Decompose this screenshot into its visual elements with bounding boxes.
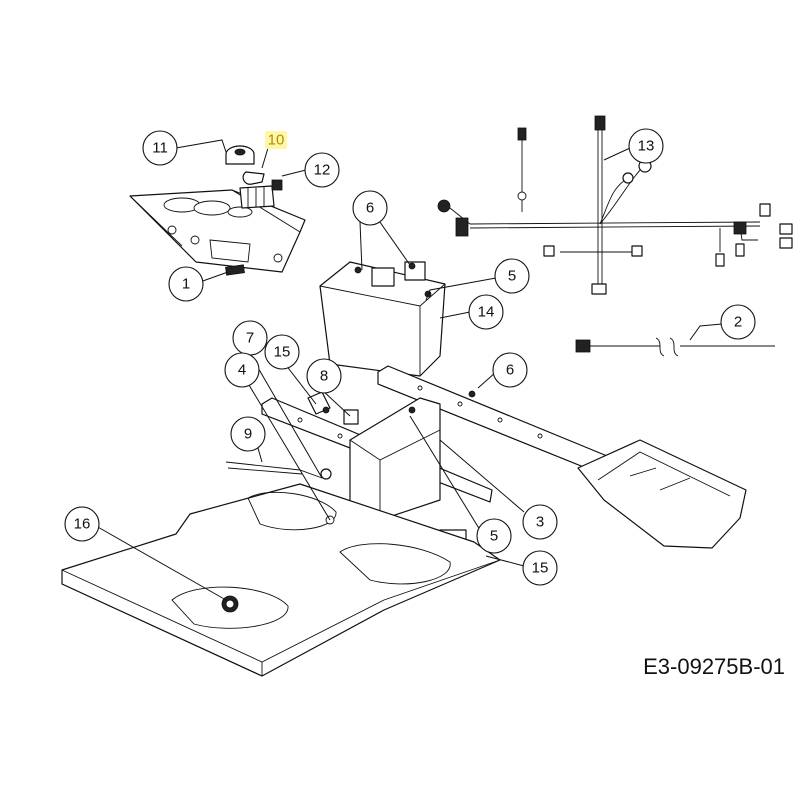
svg-text:16: 16 (74, 516, 91, 533)
leader-lines (95, 139, 723, 601)
callout: 11 (142, 130, 178, 166)
battery-tray (349, 397, 441, 521)
svg-text:15: 15 (274, 344, 291, 361)
svg-text:13: 13 (638, 138, 655, 155)
callout: 13 (628, 128, 664, 164)
svg-text:6: 6 (506, 362, 514, 379)
callout: 2 (720, 304, 756, 340)
callout: 6 (352, 190, 388, 226)
callout: 1 (168, 266, 204, 302)
wiring-harness (437, 115, 793, 295)
callout: 3 (522, 504, 558, 540)
battery (319, 261, 446, 377)
callout: 9 (230, 416, 266, 452)
svg-text:9: 9 (244, 426, 252, 443)
deck-plate (61, 483, 501, 677)
svg-text:6: 6 (366, 200, 374, 217)
key-switch (225, 145, 255, 165)
callout: 7 (232, 320, 268, 356)
callout: 5 (494, 258, 530, 294)
diagram-code: E3-09275B-01 (643, 654, 785, 679)
callout: 15 (522, 550, 558, 586)
svg-text:7: 7 (246, 330, 254, 347)
svg-text:8: 8 (320, 368, 328, 385)
svg-text:5: 5 (490, 528, 498, 545)
svg-text:3: 3 (536, 514, 544, 531)
callout: 15 (264, 334, 300, 370)
callout: 4 (224, 352, 260, 388)
ground-cable (225, 461, 332, 480)
callout: 5 (476, 518, 512, 554)
dash-panel-bracket (129, 189, 306, 276)
svg-text:10: 10 (268, 132, 285, 149)
svg-text:12: 12 (314, 162, 331, 179)
svg-text:1: 1 (182, 276, 190, 293)
callout: 12 (304, 152, 340, 188)
svg-text:2: 2 (734, 314, 742, 331)
svg-text:14: 14 (478, 304, 495, 321)
callout: 6 (492, 352, 528, 388)
callout: 16 (64, 506, 100, 542)
cable (575, 337, 775, 357)
rear-cover (577, 439, 747, 549)
callout-highlighted: 10 (265, 131, 287, 149)
switch-harness (239, 171, 283, 209)
fuse-holder (307, 391, 331, 415)
callout: 8 (306, 358, 342, 394)
svg-text:15: 15 (532, 560, 549, 577)
callout: 14 (468, 294, 504, 330)
svg-text:4: 4 (238, 362, 246, 379)
svg-text:11: 11 (152, 140, 168, 157)
svg-text:5: 5 (508, 268, 516, 285)
